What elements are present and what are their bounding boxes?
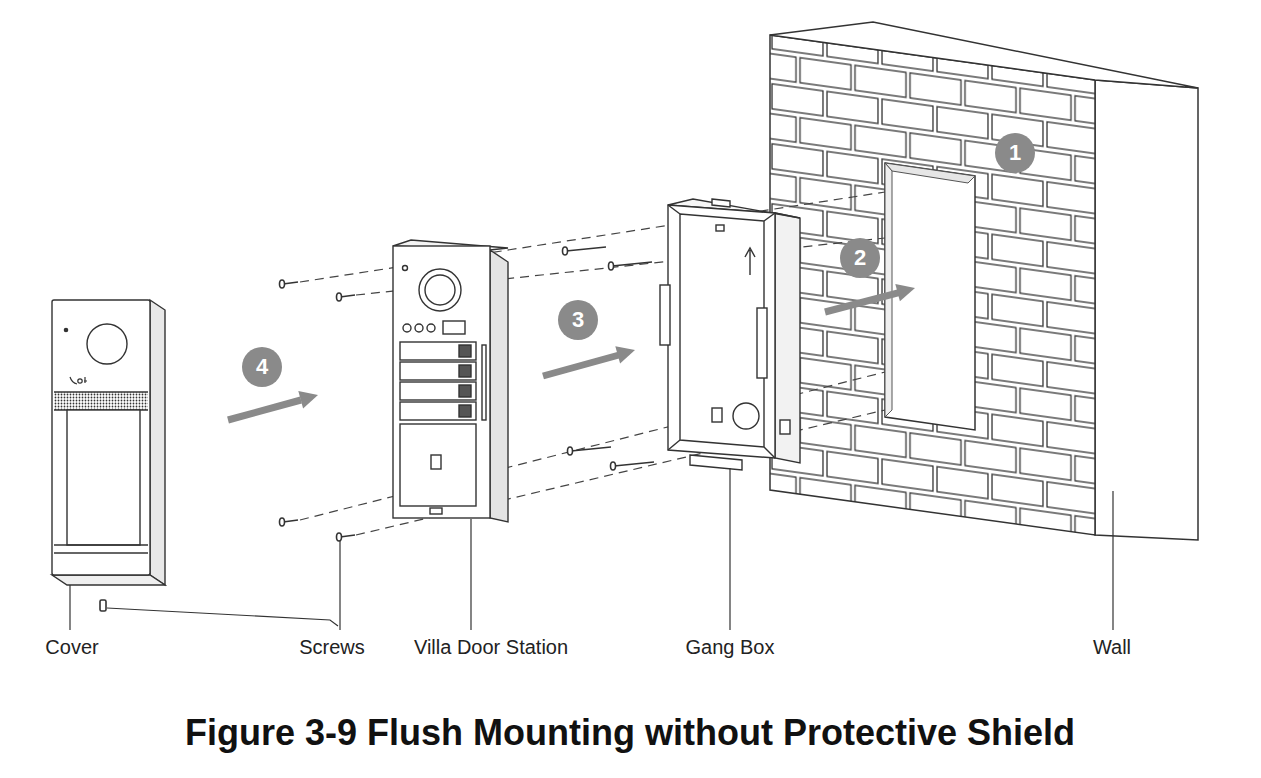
part-label: Cover [45, 636, 98, 659]
figure-caption: Figure 3-9 Flush Mounting without Protec… [185, 712, 1075, 754]
direction-arrows [228, 284, 915, 420]
callout-number: 3 [572, 307, 584, 333]
gang-box [660, 199, 800, 470]
part-label: Villa Door Station [414, 636, 568, 659]
leader-lines [70, 468, 1113, 630]
cover-plate [52, 300, 165, 585]
callout-number: 1 [1009, 140, 1021, 166]
callout-circles [242, 133, 1035, 387]
part-label: Gang Box [686, 636, 775, 659]
callout-number: 2 [854, 245, 866, 271]
villa-door-station [393, 240, 508, 522]
callout-number: 4 [256, 354, 268, 380]
brick-wall [770, 22, 1198, 540]
part-label: Wall [1093, 636, 1131, 659]
alignment-lines [300, 192, 885, 535]
part-label: Screws [299, 636, 365, 659]
